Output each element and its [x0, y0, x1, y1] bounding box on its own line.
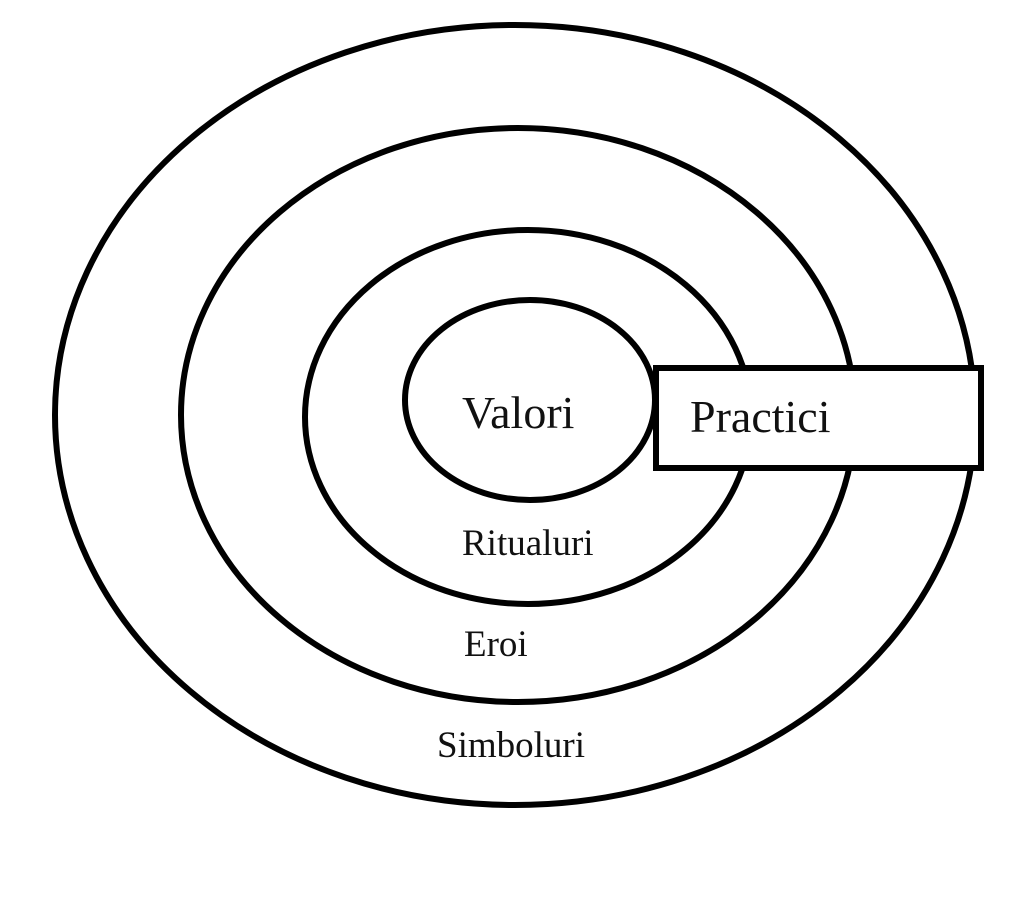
practices-label: Practici: [690, 391, 831, 442]
core-label: Valori: [462, 387, 574, 438]
practices-box: [653, 365, 984, 471]
ring3-label: Simboluri: [437, 725, 585, 766]
ring1-label: Ritualuri: [462, 523, 594, 564]
ring2-label: Eroi: [464, 624, 528, 665]
